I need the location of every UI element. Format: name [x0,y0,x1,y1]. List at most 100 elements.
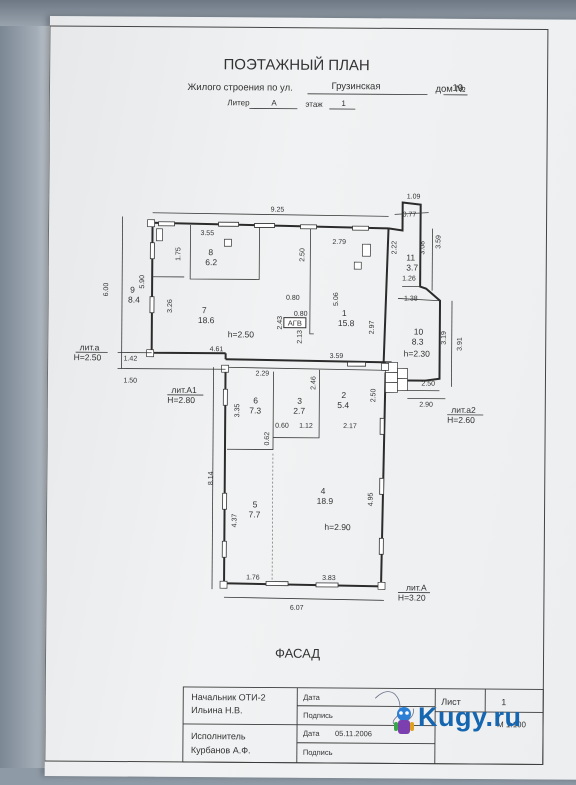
room-2-no: 2 [341,390,346,400]
dim-335: 3.35 [234,404,241,418]
wall-lower [224,367,386,586]
boiler-icon [224,239,231,246]
dim-138: 1.38 [404,295,418,302]
dim-080b: 0.80 [294,311,308,318]
stamp-date-value: 05.11.2006 [335,729,372,738]
dim-383: 3.83 [322,575,336,582]
dim-814: 8.14 [208,471,215,485]
room-3-area: 2.7 [293,406,305,416]
floor-value: 1 [341,99,346,108]
dim-506: 5.06 [333,292,340,306]
room-9-area: 8.4 [128,295,140,305]
lit-A-label: лит.А [406,582,427,592]
room-4-no: 4 [321,486,326,496]
dim-359: 3.59 [435,235,442,249]
dim-297: 2.97 [369,321,376,335]
dim-222: 2.22 [391,241,398,255]
dim-607: 6.07 [290,605,304,612]
room-10-area: 8.3 [412,337,424,347]
dim-437: 4.37 [231,514,238,528]
dim-279: 2.79 [332,239,346,246]
dim-250c: 2.50 [421,381,435,388]
room-6-area: 7.3 [249,405,261,415]
dim-080a: 0.80 [286,295,300,302]
dim-246: 2.46 [310,376,317,390]
dim-495: 4.95 [368,492,375,506]
lit-a-label: лит.а [80,342,100,352]
page-title: ПОЭТАЖНЫЙ ПЛАН [223,55,369,74]
room-10-no: 10 [414,327,424,337]
dim-229: 2.29 [255,370,269,377]
watermark-text: Kugy.ru [418,702,522,733]
stove-icon-2 [362,244,370,256]
room-7-no: 7 [202,305,207,315]
dim-359b: 3.59 [330,353,344,360]
stove-icon [156,229,162,241]
lit-a2-label: лит.а2 [451,405,476,415]
lit-A-height: H=3.20 [398,592,426,602]
dim-461: 4.61 [210,346,224,353]
room-11-no: 11 [406,252,415,262]
dim-062: 0.62 [264,432,271,446]
stamp-role-2: Исполнитель [191,731,246,741]
stamp-name-1: Ильина Н.В. [191,705,242,715]
stamp-name-2: Курбанов А.Ф. [191,745,251,755]
gas-boiler-label: АГВ [288,319,302,328]
liter-value: А [271,99,277,108]
dim-077: 0.77 [403,211,417,218]
dim-213: 2.13 [297,330,304,344]
dim-175: 1.75 [175,247,182,261]
dim-355: 3.55 [200,230,214,237]
watermark-logo: Kugy.ru [388,700,548,744]
dim-600: 6.00 [103,283,110,297]
dim-060: 0.60 [275,423,289,430]
room-6-no: 6 [253,395,258,405]
kugy-mascot-icon [390,704,418,738]
paper-sheet: ПОЭТАЖНЫЙ ПЛАН Жилого строения по ул. Гр… [45,16,576,780]
lit-A1-label: лит.А1 [171,385,197,395]
room-8-area: 6.2 [205,257,217,267]
facade-label: ФАСАД [275,646,320,661]
room-2-area: 5.4 [337,400,349,410]
room-3-no: 3 [297,396,302,406]
stamp-date-label: Дата [303,693,320,702]
room-8-no: 8 [208,247,213,257]
dim-217: 2.17 [343,423,357,430]
wall-left [152,223,227,354]
dim-250b: 2.50 [370,389,377,403]
lit-A1-height: H=2.80 [167,395,195,405]
room-1-area: 15.8 [338,318,355,328]
room-11-area: 3.7 [406,262,418,272]
boiler-icon-2 [354,262,361,269]
dim-112: 1.12 [299,423,313,430]
building-prefix: Жилого строения по ул. [187,82,292,94]
stamp-role-1: Начальник ОТИ-2 [191,692,265,703]
stamp-date-label-2: Дата [303,729,320,738]
dim-176: 1.76 [246,574,260,581]
partition-room1 [310,228,315,334]
room-9-no: 9 [130,285,135,295]
dim-290: 2.90 [419,402,433,409]
dim-590: 5.90 [139,275,146,289]
dim-391: 3.91 [457,337,464,351]
lit-a2-height: H=2.60 [447,415,475,425]
wall-east-block [384,228,389,364]
house-number: 19 [452,83,463,94]
stamp-sign-label-2: Подпись [303,748,333,757]
street-name: Грузинская [331,81,380,92]
dim-109: 1.09 [407,193,421,200]
dim-126: 1.26 [402,275,416,282]
room-10-height: h=2.30 [404,348,431,358]
dim-250a: 2.50 [299,248,306,262]
room-7-height: h=2.50 [228,329,255,339]
background-left [0,0,52,768]
floor-plan-drawing: ПОЭТАЖНЫЙ ПЛАН Жилого строения по ул. Гр… [45,16,576,780]
room-4-height: h=2.90 [324,522,351,532]
floor-label: этаж [305,100,323,109]
dim-150: 1.50 [123,378,137,385]
dim-142: 1.42 [124,356,138,363]
room-4-area: 18.9 [317,496,334,506]
room-5-no: 5 [253,499,258,509]
room-7-area: 18.6 [198,315,215,325]
wall-mid [226,359,392,362]
